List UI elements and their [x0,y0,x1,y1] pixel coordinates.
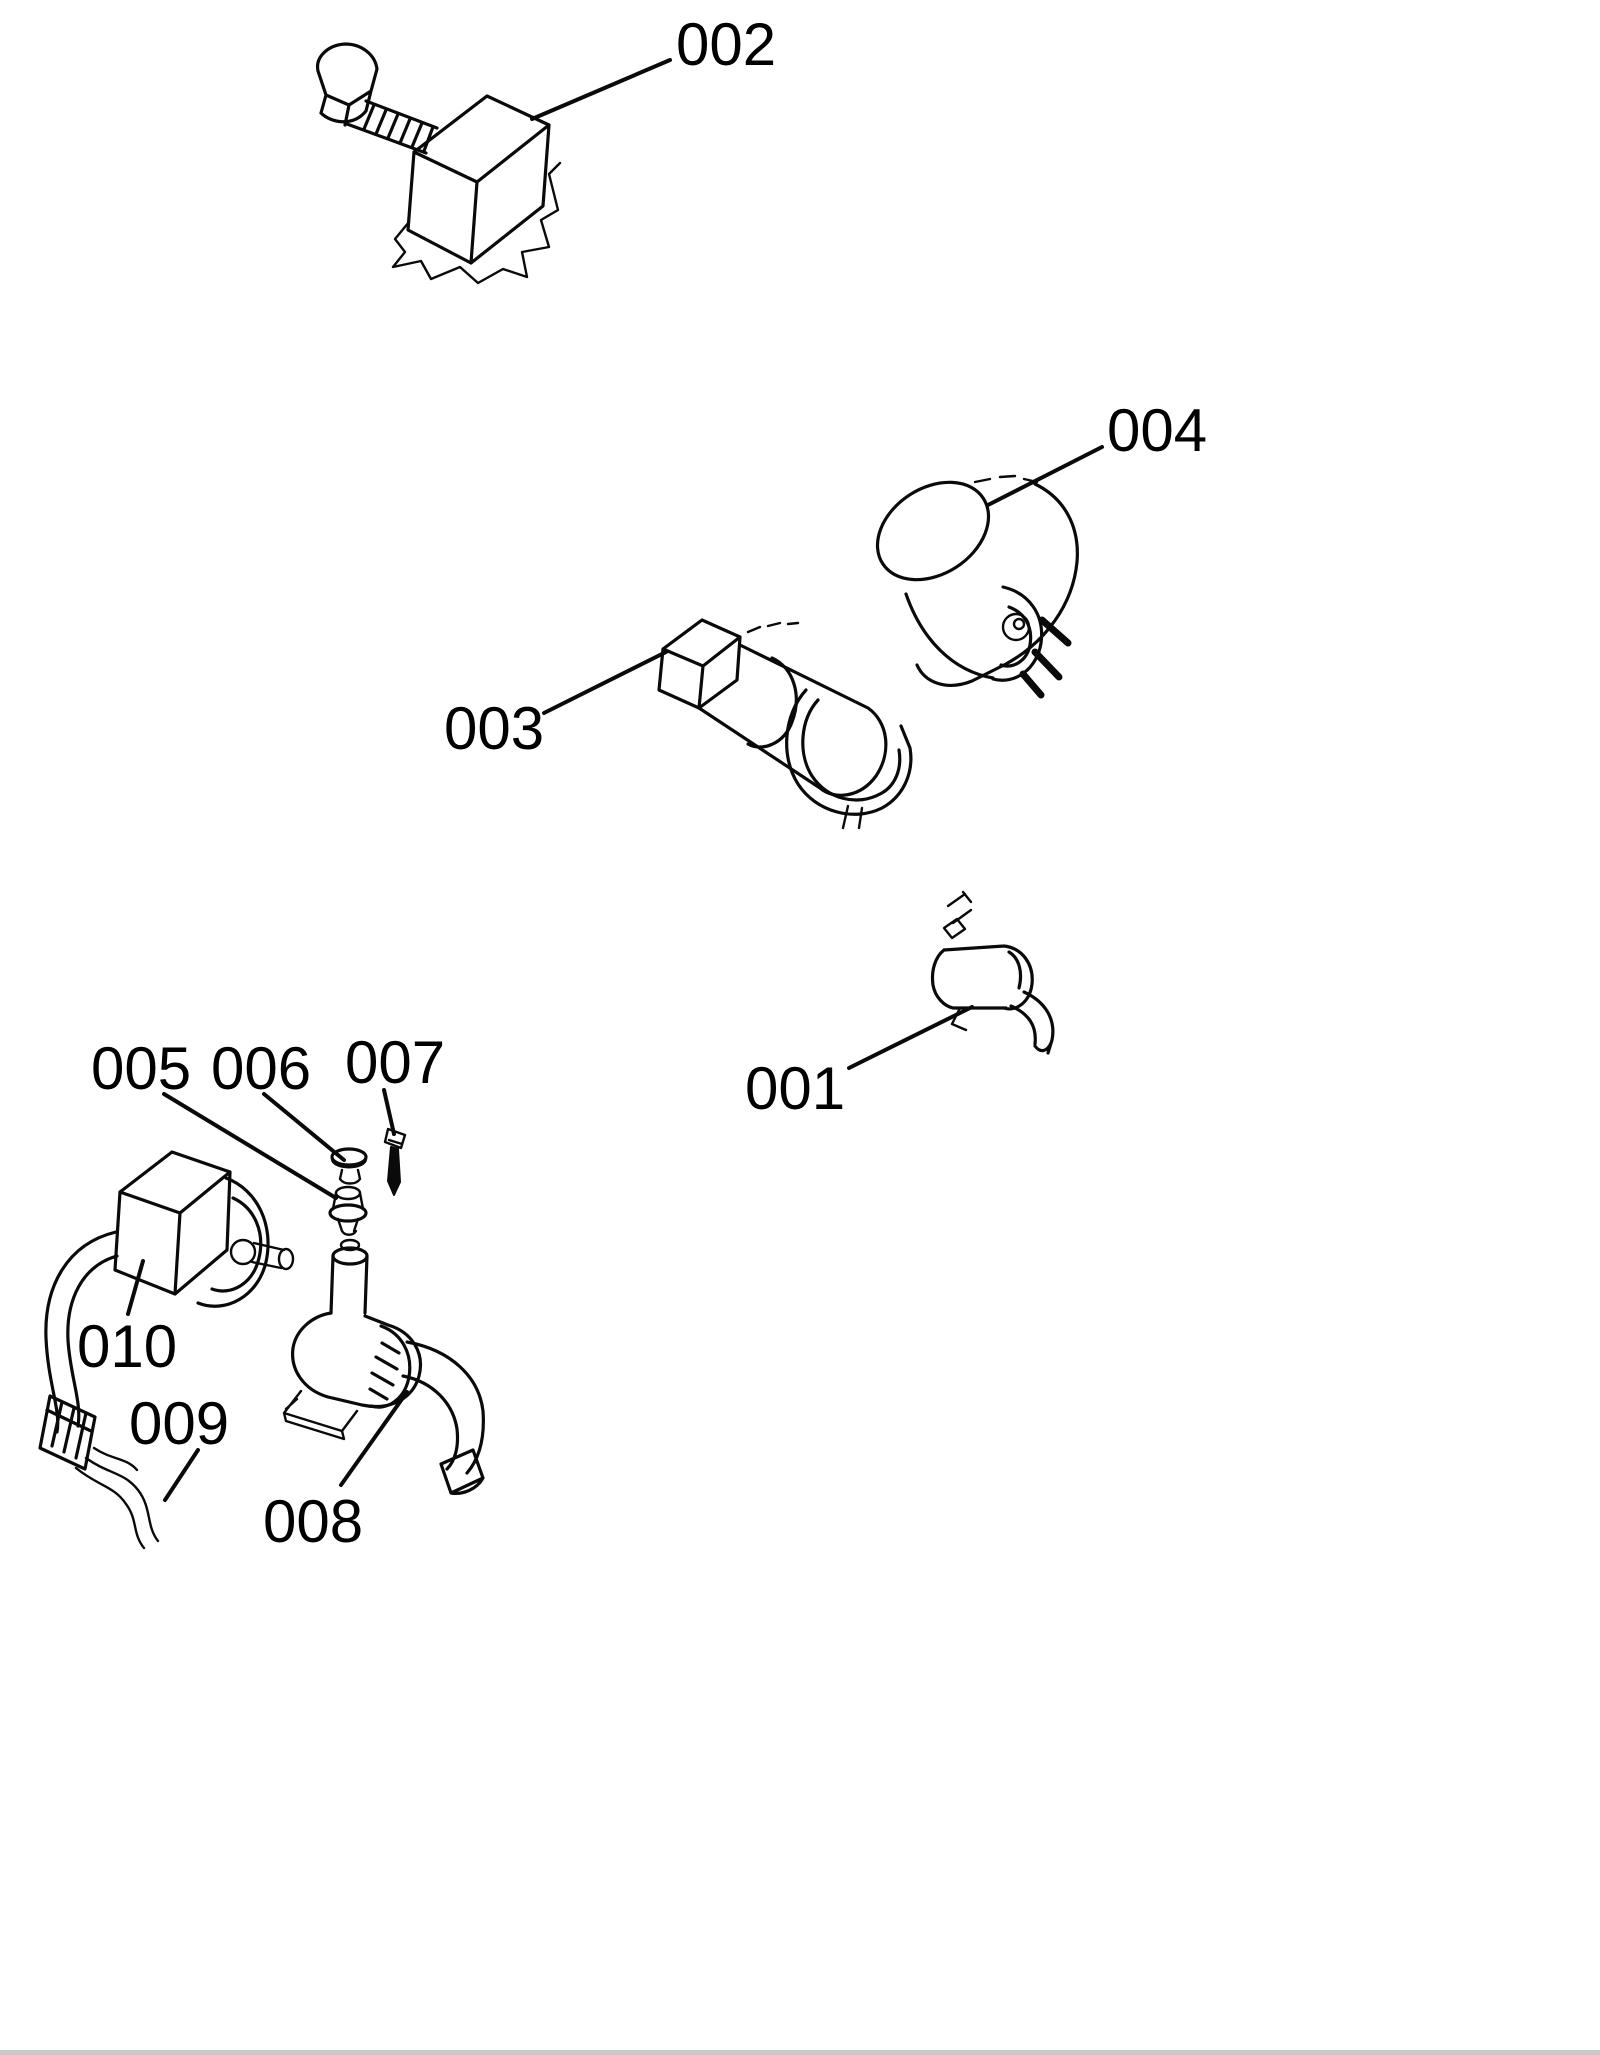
part-005-top [334,1185,362,1201]
leader-002 [530,58,672,121]
callout-label-001: 001 [745,1055,845,1122]
part-004-slots [1019,616,1072,699]
part-010-armature-rings [196,1176,270,1308]
part-003-mount-bracket [785,688,913,816]
part-006-cap [330,1147,368,1185]
part-007-screw-head [383,1127,407,1150]
part-010-nipple [250,1241,286,1270]
part-010-hub [229,1238,257,1266]
part-004-rim [875,480,991,582]
leader-006 [262,1092,346,1162]
callout-label-003: 003 [444,695,544,762]
part-004-key-pin [1012,617,1026,631]
part-009-wire-strands [74,1446,160,1550]
callout-label-006: 006 [211,1035,311,1102]
part-009-wires [74,1446,160,1550]
part-001-top-bracket [942,890,973,940]
callout-labels: 002 004 003 001 005 006 007 010 009 008 [77,11,1207,1555]
callout-label-004: 004 [1107,397,1207,464]
leader-001 [847,1005,974,1070]
part-001-body [930,944,1034,1011]
leader-009 [163,1448,200,1502]
part-008-body [291,1311,422,1408]
part-004-break-dashes [973,474,1039,484]
leader-004 [986,445,1104,507]
part-005-body [331,1191,365,1236]
part-008-stem [329,1254,369,1315]
callout-label-007: 007 [345,1029,445,1096]
part-003-end-box [657,618,742,710]
part-007-screw-shaft [387,1146,401,1196]
leader-007 [382,1088,396,1136]
part-008-elbow-hose [401,1340,485,1495]
callout-label-009: 009 [129,1390,229,1457]
part-002-solenoid-valve [316,42,562,285]
part-003-pump-motor [657,618,913,830]
part-003-dashes-and-leads [746,621,864,830]
callout-label-002: 002 [676,11,776,78]
callout-label-005: 005 [91,1035,191,1102]
part-008-cap-knob [339,1238,361,1252]
leader-003 [542,650,668,715]
part-007-screw [383,1127,407,1196]
part-001-spout [1009,990,1055,1055]
callout-label-008: 008 [263,1488,363,1555]
part-006-cap-body [330,1157,368,1185]
part-002-gasket-outline [391,161,562,285]
part-010-coil-box [113,1150,232,1296]
part-002-valve-body-box [406,94,551,265]
part-004-inner-cylinder [991,585,1044,682]
part-005-flange [328,1203,368,1223]
part-010-nipple-tip [277,1247,295,1271]
part-008-flange [282,1389,359,1441]
part-004-housing-cap [875,474,1079,699]
part-010-hose-fitting [38,1394,97,1471]
page-bottom-edge [0,2050,1600,2055]
part-001-pump-spout [930,890,1055,1055]
part-008-valve-elbow [282,1238,485,1495]
part-004-key-ring [1001,612,1031,642]
part-005-plug [328,1185,368,1236]
callout-label-010: 010 [77,1313,177,1380]
part-004-body-outline [904,482,1079,687]
part-003-cylinder-body [697,643,888,797]
leader-lines [126,58,1104,1502]
part-002-ribbed-hose [345,99,439,155]
part-010-solenoid-coil [38,1150,295,1471]
leader-005 [162,1092,338,1200]
part-006-cap-top [330,1147,368,1167]
leader-010 [126,1259,145,1316]
leader-008 [339,1390,409,1487]
part-002-hex-fitting [316,42,379,127]
part-010-hose [44,1230,119,1434]
